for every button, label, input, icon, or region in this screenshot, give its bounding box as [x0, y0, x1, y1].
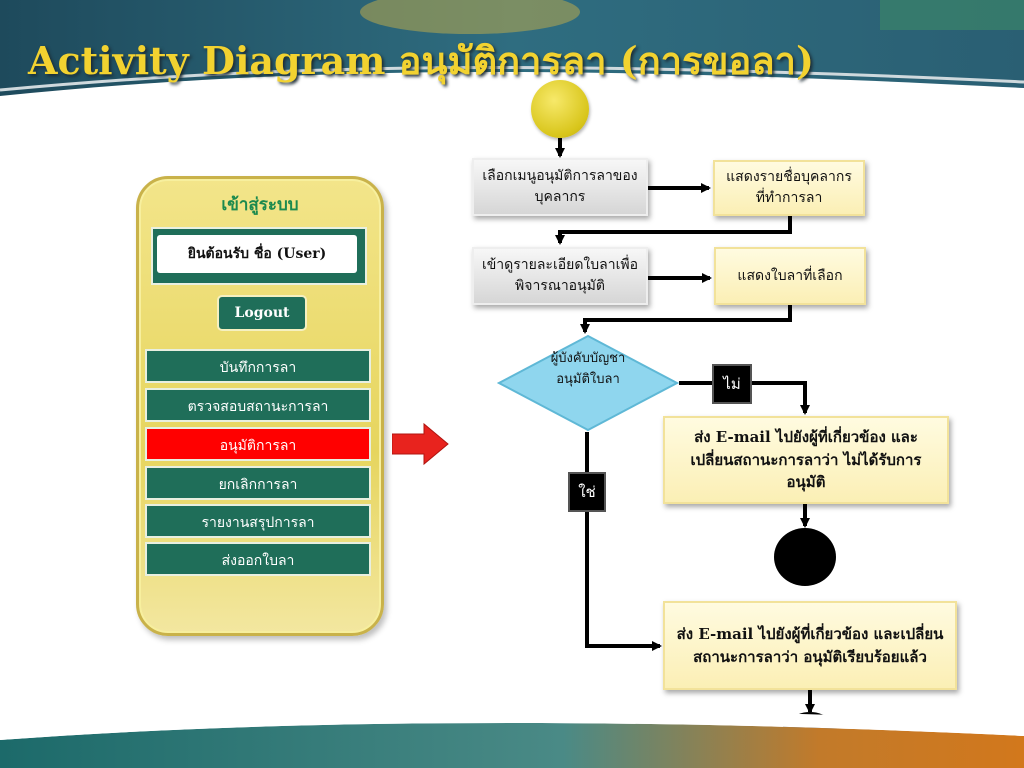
- end-node-reject: [774, 528, 836, 586]
- red-arrow-icon: [392, 422, 449, 466]
- activity-approve-email: ส่ง E-mail ไปยังผู้ที่เกี่ยวข้อง และเปลี…: [663, 601, 957, 690]
- activity-view-leave-detail: เข้าดูรายละเอียดใบลาเพื่อพิจารณาอนุมัติ: [472, 247, 648, 305]
- yes-branch-label: ใช่: [568, 472, 606, 512]
- logout-button[interactable]: Logout: [217, 295, 307, 331]
- activity-reject-email: ส่ง E-mail ไปยังผู้ที่เกี่ยวข้อง และเปลี…: [663, 416, 949, 504]
- decision-label: ผู้บังคับบัญชาอนุมัติใบลา: [550, 351, 626, 388]
- activity-show-selected-leave: แสดงใบลาที่เลือก: [714, 247, 866, 305]
- activity-select-approve-menu: เลือกเมนูอนุมัติการลาของบุคลากร: [472, 158, 648, 216]
- no-branch-label: ไม่: [712, 364, 752, 404]
- menu-item-cancel-leave[interactable]: ยกเลิกการลา: [145, 466, 371, 500]
- login-header: เข้าสู่ระบบ: [221, 195, 299, 215]
- menu-item-check-status[interactable]: ตรวจสอบสถานะการลา: [145, 388, 371, 422]
- slide-title: Activity Diagram อนุมัติการลา (การขอลา): [28, 38, 814, 83]
- welcome-text: ยินต้อนรับ ชื่อ (User): [157, 235, 357, 273]
- header-banner: [0, 0, 1024, 110]
- start-node: [531, 80, 589, 138]
- menu-item-record-leave[interactable]: บันทึกการลา: [145, 349, 371, 383]
- welcome-box: ยินต้อนรับ ชื่อ (User): [151, 227, 367, 285]
- decision-diamond: [497, 334, 679, 432]
- footer-banner: [0, 712, 1024, 768]
- app-panel: เข้าสู่ระบบ ยินต้อนรับ ชื่อ (User) Logou…: [136, 176, 384, 636]
- activity-show-staff-list: แสดงรายชื่อบุคลากรที่ทำการลา: [713, 160, 865, 216]
- menu-item-leave-report[interactable]: รายงานสรุปการลา: [145, 504, 371, 538]
- menu-item-approve-leave[interactable]: อนุมัติการลา: [145, 427, 371, 461]
- menu-item-export-leave[interactable]: ส่งออกใบลา: [145, 542, 371, 576]
